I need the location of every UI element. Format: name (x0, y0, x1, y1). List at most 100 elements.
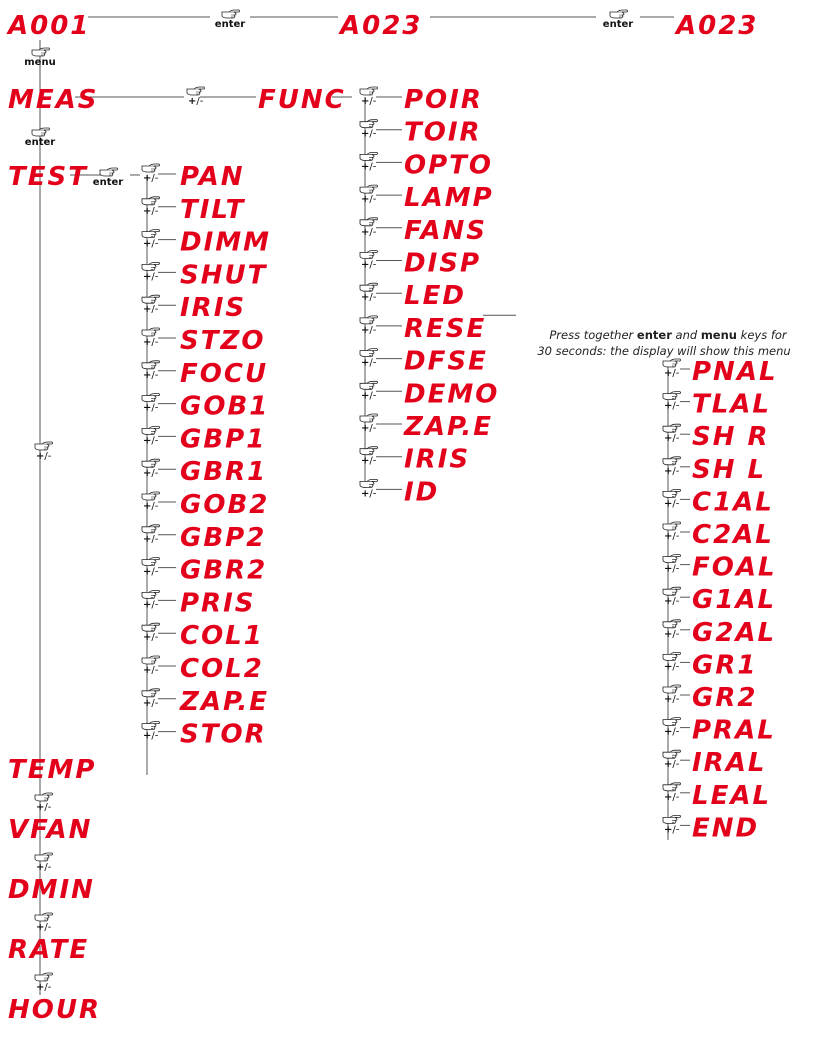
enter-key-label: enter (25, 137, 55, 148)
plus-minus-label: +/- (664, 564, 680, 575)
plus-minus-label: +/- (361, 390, 377, 401)
func-item-led: LED (404, 281, 466, 311)
func-item-dfse: DFSE (404, 347, 488, 377)
menu-item-temp: TEMP (8, 755, 96, 785)
pointing-hand-icon (359, 86, 378, 96)
pointing-hand-icon (662, 423, 681, 433)
test-item-gob2: GOB2 (180, 490, 269, 520)
plus-minus-label: +/- (361, 488, 377, 499)
plus-minus-label: +/- (143, 632, 159, 643)
enter-key-label: enter (603, 19, 633, 30)
test-item-dimm: DIMM (180, 228, 271, 258)
hidden-item-g2al: G2AL (692, 618, 776, 648)
plus-minus-label: +/- (143, 435, 159, 446)
pointing-hand-icon (609, 9, 628, 19)
plus-minus-label: +/- (361, 129, 377, 140)
menu-item-hour: HOUR (8, 995, 101, 1025)
plus-minus-label: +/- (143, 173, 159, 184)
pointing-hand-icon (662, 488, 681, 498)
hidden-item-g1al: G1AL (692, 585, 776, 615)
display-a001-1: A001 (6, 11, 90, 41)
pointing-hand-icon (221, 9, 240, 19)
test-item-gbr1: GBR1 (180, 457, 267, 487)
menu-item-meas: MEAS (8, 85, 98, 115)
pointing-hand-icon (34, 912, 53, 922)
func-item-poir: POIR (404, 85, 483, 115)
plus-minus-label: +/- (361, 194, 377, 205)
pointing-hand-icon (186, 86, 205, 96)
func-item-iris: IRIS (404, 445, 470, 475)
pointing-hand-icon (31, 47, 50, 57)
pointing-hand-icon (141, 721, 160, 730)
pointing-hand-icon (359, 446, 378, 456)
display-a023-2: A023 (674, 11, 758, 41)
pointing-hand-icon (662, 391, 681, 401)
pointing-hand-icon (141, 491, 160, 501)
plus-minus-label: +/- (143, 501, 159, 512)
plus-minus-label: +/- (143, 534, 159, 545)
func-item-disp: DISP (404, 249, 481, 279)
menu-item-dmin: DMIN (8, 875, 95, 905)
pointing-hand-icon (662, 554, 681, 563)
pointing-hand-icon (141, 393, 160, 403)
menu-item-test: TEST (8, 162, 88, 192)
hidden-item-foal: FOAL (692, 553, 777, 583)
pointing-hand-icon (141, 688, 160, 698)
pointing-hand-icon (662, 586, 681, 596)
test-item-zap-e: ZAP.E (179, 687, 269, 717)
plus-minus-label: +/- (664, 694, 680, 705)
pointing-hand-icon (141, 458, 160, 468)
test-item-col2: COL2 (180, 654, 264, 684)
pointing-hand-icon (359, 250, 378, 259)
plus-minus-label: +/- (143, 239, 159, 250)
pointing-hand-icon (141, 163, 160, 173)
pointing-hand-icon (141, 327, 160, 337)
pointing-hand-icon (34, 441, 53, 451)
pointing-hand-icon (359, 217, 378, 227)
pointing-hand-icon (34, 852, 53, 862)
plus-minus-label: +/- (361, 423, 377, 434)
plus-minus-label: +/- (143, 599, 159, 610)
pointing-hand-icon (141, 590, 160, 599)
plus-minus-label: +/- (143, 698, 159, 709)
plus-minus-label: +/- (143, 567, 159, 578)
plus-minus-label: +/- (143, 370, 159, 381)
pointing-hand-icon (141, 229, 160, 239)
hidden-item-sh-l: SH L (692, 455, 766, 485)
plus-minus-label: +/- (143, 665, 159, 676)
func-item-zap-e: ZAP.E (403, 412, 493, 442)
pointing-hand-icon (359, 184, 378, 194)
pointing-hand-icon (141, 294, 160, 304)
pointing-hand-icon (662, 815, 681, 824)
plus-minus-label: +/- (36, 862, 52, 873)
plus-minus-label: +/- (664, 824, 680, 835)
func-item-opto: OPTO (404, 150, 493, 180)
plus-minus-label: +/- (36, 922, 52, 933)
pointing-hand-icon (662, 782, 681, 792)
pointing-hand-icon (141, 524, 160, 534)
hidden-item-end: END (692, 813, 759, 843)
pointing-hand-icon (662, 717, 681, 726)
test-item-gob1: GOB1 (180, 392, 269, 422)
plus-minus-label: +/- (664, 368, 680, 379)
plus-minus-label: +/- (664, 727, 680, 738)
test-item-tilt: TILT (180, 195, 246, 225)
hidden-item-c2al: C2AL (692, 520, 774, 550)
pointing-hand-icon (359, 151, 378, 161)
test-item-shut: SHUT (180, 260, 268, 290)
pointing-hand-icon (141, 360, 160, 370)
pointing-hand-icon (359, 315, 378, 325)
pointing-hand-icon (141, 425, 160, 435)
plus-minus-label: +/- (143, 468, 159, 479)
hidden-item-iral: IRAL (692, 748, 766, 778)
pointing-hand-icon (662, 358, 681, 368)
pointing-hand-icon (662, 652, 681, 661)
plus-minus-label: +/- (361, 161, 377, 172)
hidden-menu-note: Press together enter and menu keys for 3… (537, 328, 790, 358)
plus-minus-label: +/- (143, 337, 159, 348)
plus-minus-label: +/- (361, 96, 377, 107)
func-item-demo: DEMO (404, 379, 499, 409)
plus-minus-label: +/- (664, 466, 680, 477)
enter-key-label: enter (93, 177, 123, 188)
